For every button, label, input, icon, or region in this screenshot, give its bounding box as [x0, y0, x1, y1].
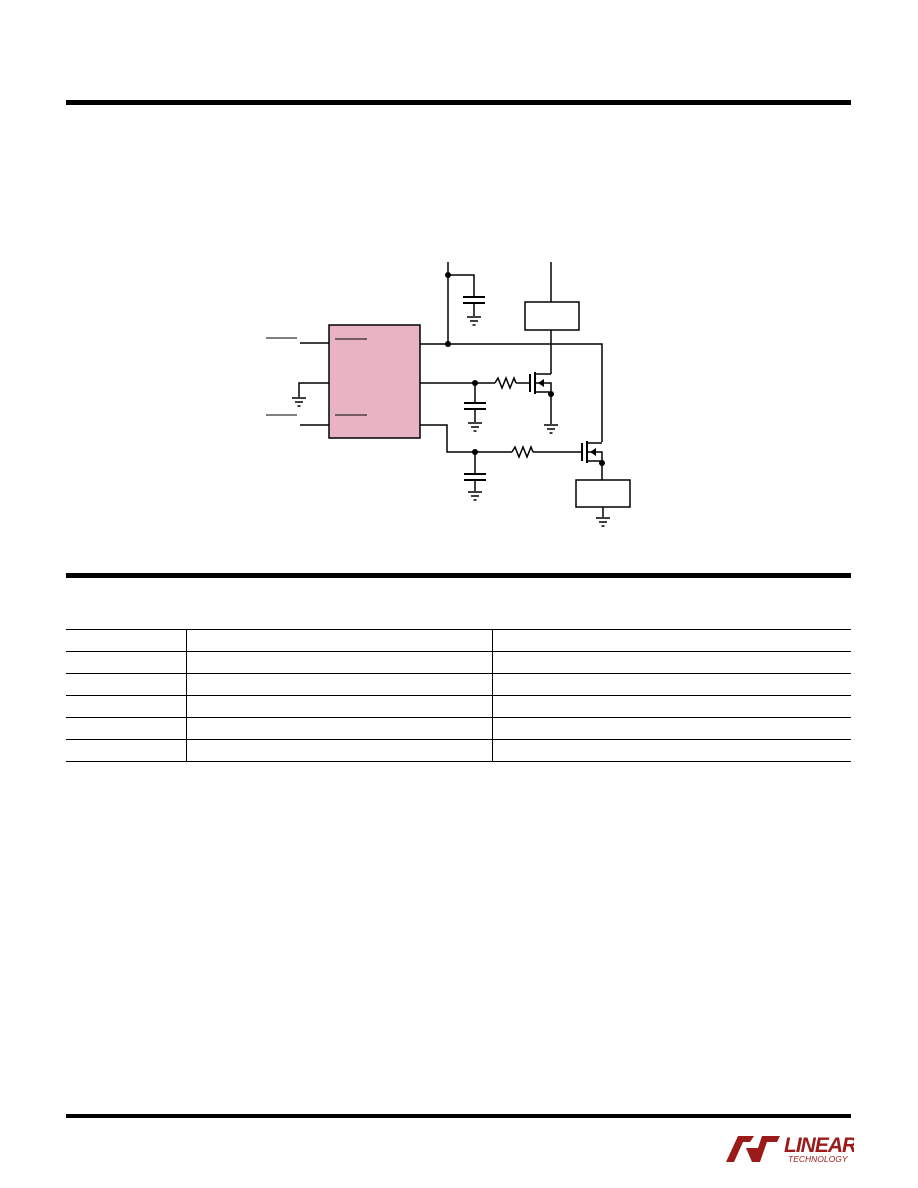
- cap-wire: [448, 274, 475, 296]
- ground-symbol: [467, 316, 481, 326]
- logo-brand-text: LINEAR: [784, 1134, 854, 1157]
- table-cell: [492, 629, 851, 652]
- table-row: [66, 629, 851, 652]
- capacitor-symbol: [463, 296, 485, 304]
- ic-block: [328, 324, 421, 439]
- table-cell: [186, 629, 493, 652]
- mosfet-2: [581, 441, 605, 466]
- load-box-bottom: [575, 479, 631, 508]
- table-row: [66, 651, 851, 674]
- ground-symbol: [596, 517, 610, 527]
- resistor-symbol: [494, 375, 517, 391]
- table-row: [66, 695, 851, 718]
- load-box-top: [524, 301, 580, 331]
- ground-symbol: [468, 422, 482, 432]
- table-cell: [186, 739, 493, 762]
- table-cell: [492, 717, 851, 740]
- ground-symbol: [468, 491, 482, 501]
- linear-technology-logo: LINEAR TECHNOLOGY: [726, 1134, 854, 1164]
- table-cell: [66, 695, 187, 718]
- table-cell: [492, 739, 851, 762]
- capacitor-symbol: [464, 402, 486, 410]
- table-row: [66, 673, 851, 696]
- table-cell: [492, 651, 851, 674]
- lt-mark-icon: [726, 1136, 780, 1162]
- table-cell: [66, 629, 187, 652]
- table-cell: [186, 717, 493, 740]
- ground-symbol: [544, 424, 558, 434]
- capacitor-symbol: [464, 473, 486, 481]
- table-cell: [186, 695, 493, 718]
- table-cell: [492, 695, 851, 718]
- table-cell: [186, 651, 493, 674]
- table-cell: [66, 651, 187, 674]
- supply-wire: [420, 343, 603, 442]
- table-cell: [66, 673, 187, 696]
- table-cell: [186, 673, 493, 696]
- section-rule: [66, 573, 851, 578]
- table-cell: [492, 673, 851, 696]
- circuit-schematic: [266, 262, 631, 527]
- logo-sub-text: TECHNOLOGY: [788, 1154, 849, 1164]
- junction: [445, 341, 451, 347]
- table-cell: [66, 717, 187, 740]
- gate-wire: [420, 424, 512, 453]
- mosfet-1: [529, 372, 554, 397]
- table-row: [66, 717, 851, 740]
- ground-wire: [298, 382, 329, 397]
- data-table: [66, 629, 851, 762]
- ground-symbol: [292, 397, 306, 407]
- table-cell: [66, 739, 187, 762]
- bottom-rule: [66, 1114, 851, 1118]
- top-rule: [66, 100, 851, 105]
- resistor-symbol: [511, 444, 534, 460]
- table-row: [66, 739, 851, 762]
